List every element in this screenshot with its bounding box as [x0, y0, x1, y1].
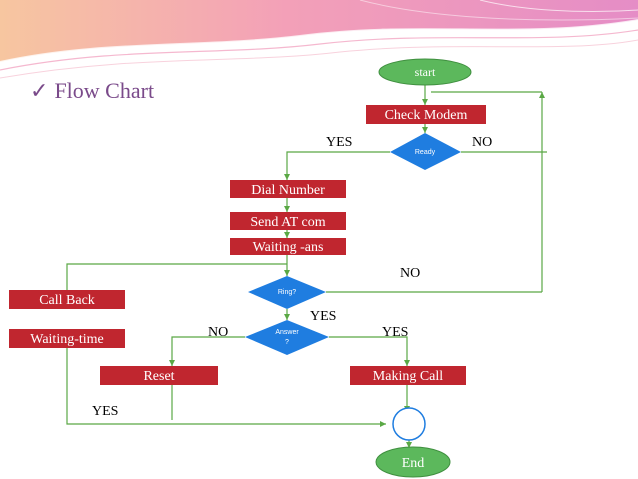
answer-label-line1: Answer — [275, 329, 299, 336]
end-node: End — [375, 446, 451, 478]
callback-yes-label: YES — [92, 404, 118, 419]
waiting-ans-box: Waiting -ans — [230, 238, 346, 255]
answer-no-label: NO — [208, 325, 228, 340]
end-label: End — [402, 456, 425, 471]
ready-yes-line — [284, 151, 390, 180]
answer-yes-line — [329, 336, 410, 366]
dial-number-box: Dial Number — [230, 180, 346, 198]
check-modem-box: Check Modem — [366, 105, 486, 124]
header-decoration — [0, 0, 638, 79]
answer-yes-label: YES — [382, 325, 408, 340]
ring-yes-label: YES — [310, 309, 336, 324]
ready-no-label: NO — [472, 135, 492, 150]
checkmark-icon: ✓ — [30, 78, 49, 103]
waiting-time-down-line — [66, 348, 386, 427]
connectors — [66, 84, 547, 448]
waiting-time-label: Waiting-time — [30, 332, 104, 347]
call-back-label: Call Back — [39, 293, 95, 308]
ring-label: Ring? — [278, 289, 296, 296]
answer-label-line2: ? — [285, 339, 289, 346]
ready-label: Ready — [415, 149, 436, 156]
waiting-ans-label: Waiting -ans — [253, 240, 324, 255]
slide-heading: ✓Flow Chart — [30, 78, 154, 104]
send-at-com-box: Send AT com — [230, 212, 346, 230]
waiting-time-box: Waiting-time — [9, 329, 125, 348]
start-label: start — [415, 65, 436, 79]
dial-number-label: Dial Number — [251, 183, 325, 198]
junction-connector — [392, 407, 426, 441]
ready-decision: Ready — [390, 133, 461, 170]
check-modem-label: Check Modem — [385, 108, 468, 123]
branch-labels: YES NO NO YES NO YES YES — [92, 135, 492, 419]
reset-label: Reset — [143, 369, 174, 384]
call-back-box: Call Back — [9, 290, 125, 309]
ring-decision: Ring? — [248, 276, 326, 309]
send-at-com-label: Send AT com — [250, 215, 325, 230]
answer-decision: Answer ? — [245, 320, 329, 355]
ready-yes-label: YES — [326, 135, 352, 150]
callback-loop-line — [66, 263, 287, 290]
making-call-box: Making Call — [350, 366, 466, 385]
answer-no-line — [169, 336, 245, 366]
reset-box: Reset — [100, 366, 218, 385]
start-node: start — [378, 58, 472, 86]
making-call-label: Making Call — [373, 369, 443, 384]
slide-title: Flow Chart — [54, 78, 155, 103]
ring-no-label: NO — [400, 266, 420, 281]
